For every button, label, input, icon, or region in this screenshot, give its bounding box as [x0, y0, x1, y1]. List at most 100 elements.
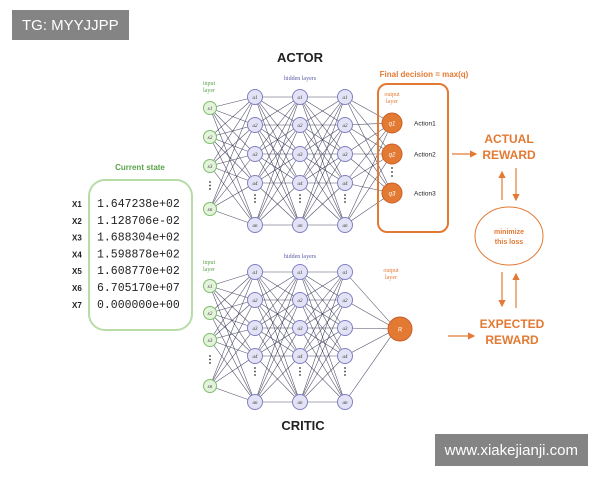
actor-hidden-node-label: a2: [343, 124, 349, 129]
critic-input-ellipsis: [209, 362, 211, 364]
actor-hidden-layers-label: hidden layers: [284, 76, 317, 82]
critic-connection: [299, 271, 346, 403]
expected-reward-label-1: EXPECTED: [480, 317, 545, 331]
critic-connection: [254, 271, 301, 357]
critic-connection: [209, 271, 256, 341]
actor-hidden-ellipsis: [344, 197, 346, 200]
actor-hidden-ellipsis: [254, 197, 256, 200]
critic-connection: [299, 327, 346, 403]
critic-connection: [299, 355, 346, 403]
critic-connection: [209, 355, 256, 387]
critic-hidden-node: [247, 348, 263, 364]
critic-hidden-node: [337, 394, 353, 410]
critic-hidden-node: [247, 320, 263, 336]
actor-connection: [344, 96, 393, 194]
actor-hidden-ellipsis: [299, 197, 301, 200]
critic-hidden-ellipsis: [254, 367, 256, 369]
critic-hidden-node-label: a1: [253, 271, 258, 276]
critic-hidden-node: [337, 264, 353, 280]
critic-hidden-node: [337, 348, 353, 364]
critic-input-layer-label-1: input: [203, 260, 216, 266]
actor-hidden-node-label: a4: [343, 182, 349, 187]
actor-hidden-node-label: a4: [253, 182, 259, 187]
actor-hidden-ellipsis: [254, 201, 256, 203]
actor-hidden-ellipsis: [299, 194, 301, 196]
actor-connection: [299, 96, 346, 184]
actor-output-box: [377, 83, 449, 233]
actor-connection: [344, 153, 393, 226]
actor-connection: [254, 96, 301, 226]
state-row-value: 6.705170e+07: [97, 282, 180, 295]
actor-hidden-node: [247, 175, 263, 191]
actor-q-node-label: q2: [389, 153, 396, 159]
critic-connection: [254, 327, 301, 403]
critic-connection: [254, 271, 301, 403]
critic-hidden-node-label: a2: [253, 299, 259, 304]
actor-connection: [344, 122, 393, 226]
actor-connection: [209, 153, 256, 210]
actor-connection: [254, 96, 301, 155]
actor-hidden-node: [337, 117, 353, 133]
minimize-label-1: minimize: [494, 229, 524, 236]
actor-hidden-node: [337, 146, 353, 162]
critic-hidden-node: [292, 320, 308, 336]
watermark-top: TG: MYYJJPP: [12, 10, 129, 40]
critic-connection: [209, 299, 256, 387]
actor-connection: [209, 165, 256, 226]
critic-output-node-label: R: [398, 328, 403, 334]
actor-hidden-node: [292, 89, 308, 105]
actor-hidden-ellipsis: [299, 201, 301, 203]
actor-connection: [254, 124, 301, 226]
critic-connection: [254, 271, 301, 301]
state-row-value: 1.647238e+02: [97, 198, 180, 211]
nodes: x1x2x3xna1a2a3a4ana1a2a3a4ana1a2a3a4anq1…: [203, 89, 436, 410]
actor-q-node-label: q3: [389, 192, 396, 198]
actor-input-node: [203, 130, 217, 144]
critic-input-ellipsis: [209, 355, 211, 357]
critic-hidden-ellipsis: [299, 370, 301, 373]
critic-hidden-ellipsis: [254, 374, 256, 376]
actor-title: ACTOR: [277, 50, 324, 65]
actor-hidden-node-label: a1: [298, 96, 303, 101]
actor-output-ellipsis: [391, 175, 393, 177]
critic-connection: [254, 299, 301, 403]
actor-hidden-node: [337, 217, 353, 233]
critic-hidden-node-label: an: [298, 401, 304, 406]
actor-hidden-node: [247, 217, 263, 233]
actor-connection: [209, 124, 256, 167]
critic-hidden-ellipsis: [344, 370, 346, 373]
critic-input-node: [203, 306, 217, 320]
actor-hidden-node-label: an: [298, 224, 304, 229]
critic-hidden-ellipsis: [299, 374, 301, 376]
critic-output-layer-label-2: layer: [385, 275, 397, 281]
state-row-label: X5: [72, 267, 82, 276]
current-state-label: Current state: [115, 163, 165, 172]
actor-input-node-label: x3: [207, 165, 213, 170]
critic-connection: [299, 271, 346, 357]
actor-connection: [209, 136, 256, 226]
state-row-label: X6: [72, 284, 82, 293]
actor-connection: [299, 153, 346, 226]
actor-connection: [209, 96, 256, 210]
action-label: Action1: [414, 121, 436, 128]
actual-reward-label-1: ACTUAL: [484, 132, 533, 146]
state-row-value: 1.598878e+02: [97, 248, 180, 261]
critic-title: CRITIC: [281, 418, 325, 433]
actor-connection: [254, 182, 301, 226]
current-state-box: [88, 179, 193, 331]
critic-hidden-node: [292, 264, 308, 280]
action-label: Action2: [414, 152, 436, 159]
actor-q-node: [381, 143, 403, 165]
critic-connection: [254, 327, 301, 357]
critic-hidden-node-label: a2: [298, 299, 304, 304]
actor-hidden-node-label: a3: [253, 153, 259, 158]
actor-hidden-node: [337, 89, 353, 105]
critic-hidden-node: [247, 292, 263, 308]
state-row-label: X4: [72, 250, 82, 259]
critic-input-layer-label-2: layer: [203, 267, 215, 273]
critic-hidden-node-label: a4: [298, 355, 304, 360]
actor-input-node: [203, 101, 217, 115]
actor-hidden-ellipsis: [254, 194, 256, 196]
state-row-label: X3: [72, 234, 82, 243]
actor-connection: [209, 182, 256, 210]
